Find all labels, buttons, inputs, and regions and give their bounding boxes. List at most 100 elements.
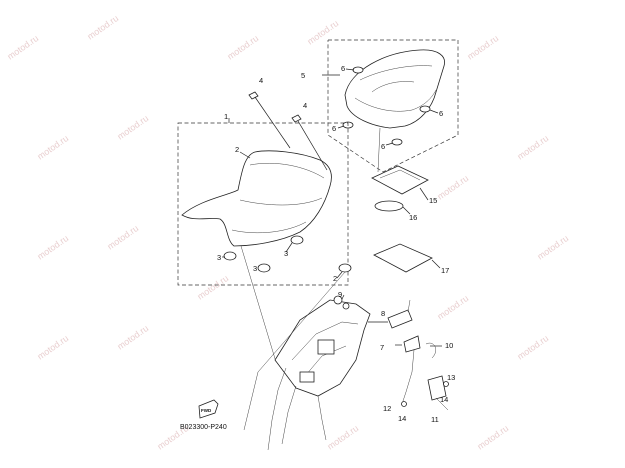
watermark-text: motod.ru [195, 273, 230, 302]
lock-cable [425, 342, 436, 359]
fwd-label: FWD [201, 408, 212, 413]
callout-3: 3 [217, 253, 221, 262]
small-parts-group [371, 165, 441, 273]
connector-line [257, 271, 346, 373]
rear-seat-group [322, 39, 459, 173]
callout-13: 13 [447, 373, 455, 382]
fwd-arrow-shape [198, 399, 219, 419]
callout-4: 4 [303, 101, 307, 110]
watermark-text: motod.ru [515, 333, 550, 362]
rear-seat-contour [359, 65, 433, 81]
screw [443, 381, 449, 387]
lock-cable [401, 349, 415, 405]
watermark-text: motod.ru [35, 133, 70, 162]
leader-line [429, 109, 439, 114]
watermark-text: motod.ru [475, 423, 510, 452]
bolt-line [254, 96, 291, 149]
callout-6: 6 [341, 64, 345, 73]
front-seat-contour [239, 197, 323, 206]
leader-line [431, 259, 441, 269]
frame-rail [267, 367, 287, 451]
watermark-text: motod.ru [535, 233, 570, 262]
callout-1: 1 [224, 112, 228, 121]
bolt [291, 114, 302, 123]
leader-line [285, 242, 293, 253]
frame-bracket [299, 371, 315, 383]
nut [333, 295, 343, 305]
callout-8: 8 [381, 309, 385, 318]
connector-line [240, 245, 277, 363]
callout-9: 9 [338, 290, 342, 299]
callout-6: 6 [332, 124, 336, 133]
washer [342, 302, 350, 310]
callout-17: 17 [441, 266, 449, 275]
callout-3: 3 [284, 249, 288, 258]
bolt-line [297, 120, 328, 171]
seat-bag-contour [379, 169, 421, 181]
rear-seat-contour [354, 89, 437, 112]
frame-contour [291, 321, 359, 361]
damper-pad [290, 235, 304, 245]
watermark-text: motod.ru [515, 133, 550, 162]
damper-pad [257, 263, 271, 273]
callout-6: 6 [439, 109, 443, 118]
diagram-code: B023300-P240 [180, 424, 227, 431]
bolt [248, 91, 259, 100]
watermark-text: motod.ru [85, 13, 120, 42]
watermark-text: motod.ru [105, 223, 140, 252]
grommet [352, 66, 364, 74]
screw [401, 401, 407, 407]
callout-3: 3 [253, 264, 257, 273]
leader-line [336, 271, 343, 279]
callout-12: 12 [383, 404, 391, 413]
watermark-text: motod.ru [305, 18, 340, 47]
damper-pad [223, 251, 237, 261]
leader-line [345, 68, 355, 71]
frame-rail [317, 395, 327, 441]
seat-lock-bracket [387, 309, 413, 329]
watermark-text: motod.ru [465, 33, 500, 62]
band-ring [374, 200, 404, 212]
lock-holder [427, 375, 447, 401]
watermark-text: motod.ru [435, 293, 470, 322]
watermark-text: motod.ru [435, 173, 470, 202]
callout-4: 4 [259, 76, 263, 85]
rear-seat-dashed-box [327, 39, 459, 173]
leader-line [402, 206, 411, 215]
fwd-arrow-icon: FWD [198, 399, 219, 419]
lock-holder-stem [435, 397, 449, 411]
rear-seat-contour [371, 81, 415, 93]
callout-14: 14 [398, 414, 406, 423]
leader-line [419, 187, 429, 201]
lock-rod [407, 299, 411, 313]
frame-group [240, 245, 449, 451]
frame-rail [281, 385, 297, 445]
callout-14: 14 [440, 395, 448, 404]
callout-7: 7 [380, 343, 384, 352]
seat-lock [403, 335, 421, 353]
watermark-text: motod.ru [225, 33, 260, 62]
rear-seat-shape [344, 49, 445, 129]
watermark-text: motod.ru [325, 423, 360, 452]
leader-line [239, 151, 251, 159]
watermark-text: motod.ru [35, 233, 70, 262]
callout-16: 16 [409, 213, 417, 222]
leader-line [377, 127, 381, 173]
leader-line [337, 125, 345, 129]
watermark-text: motod.ru [35, 333, 70, 362]
front-seat-contour [231, 221, 307, 234]
front-seat-contour [249, 162, 325, 179]
damper-pad [338, 263, 352, 273]
connector-line [243, 371, 259, 431]
watermark-text: motod.ru [115, 113, 150, 142]
callout-2: 2 [333, 274, 337, 283]
owners-manual [373, 243, 433, 273]
watermark-text: motod.ru [5, 33, 40, 62]
callouts: 1 2 2 3 3 3 4 4 5 6 6 6 6 7 8 9 10 11 12… [217, 64, 455, 424]
callout-15: 15 [429, 196, 437, 205]
callout-5: 5 [301, 71, 305, 80]
watermark-text: motod.ru [115, 323, 150, 352]
frame-bracket [317, 339, 335, 355]
